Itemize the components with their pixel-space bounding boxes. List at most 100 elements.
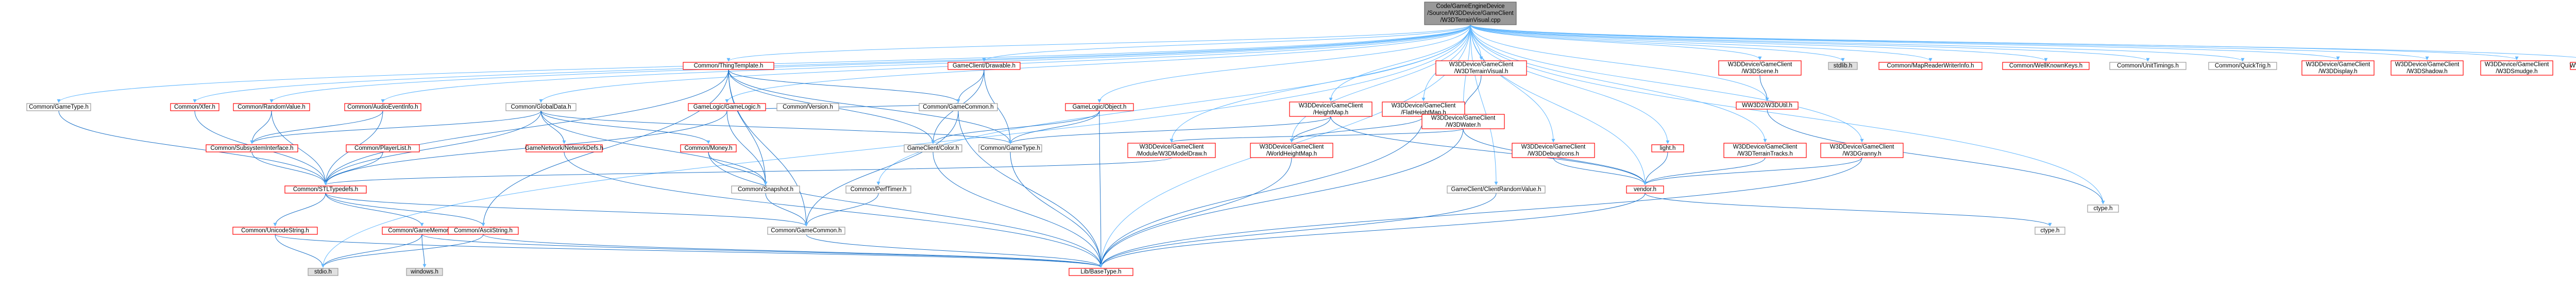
header-node[interactable]: Common/SubsystemInterface.h: [206, 144, 298, 152]
node-box: [1382, 101, 1465, 117]
header-node[interactable]: WW3D2/assetmgr.h: [2570, 62, 2576, 70]
header-node[interactable]: Common/RandomValue.h: [233, 103, 310, 111]
node-label: /W3DScene.h: [1742, 69, 1778, 75]
node-box: [1289, 101, 1372, 117]
include-edge: [1470, 24, 2150, 62]
node-box: [206, 144, 298, 152]
header-node[interactable]: Common/ThingTemplate.h: [683, 62, 774, 70]
node-label: /W3DTerrainVisual.cpp: [1440, 18, 1501, 24]
include-edge: [58, 110, 328, 185]
header-node[interactable]: Common/Money.h: [680, 144, 737, 152]
node-box: [680, 144, 737, 152]
header-node[interactable]: Common/UnicodeString.h: [232, 227, 318, 235]
include-edge: [564, 151, 1103, 268]
include-edge: [765, 193, 808, 227]
root-file-node[interactable]: Code/GameEngineDevice/Source/W3DDevice/G…: [1424, 2, 1517, 25]
node-label: Code/GameEngineDevice: [1436, 4, 1505, 10]
header-node[interactable]: Common/AudioEventInfo.h: [344, 103, 421, 111]
header-node[interactable]: W3DDevice/GameClient/FlatHeightMap.h: [1382, 101, 1465, 117]
header-node[interactable]: Common/STLTypedefs.h: [284, 185, 367, 194]
include-edge: [728, 69, 808, 227]
node-label: W3DDevice/GameClient: [1431, 115, 1496, 121]
include-edge: [728, 69, 1012, 144]
header-node[interactable]: vendor.h: [1626, 185, 1664, 194]
include-edge: [1470, 24, 1762, 60]
header-node[interactable]: Common/PlayerList.h: [346, 144, 420, 152]
header-node[interactable]: light.h: [1651, 144, 1684, 152]
node-label: Common/GameCommon.h: [771, 228, 841, 234]
include-edge: [540, 110, 1012, 144]
header-node[interactable]: W3DDevice/GameClient/W3DDebugIcons.h: [1512, 143, 1595, 158]
header-node[interactable]: GameNetwork/NetworkDefs.h: [525, 144, 603, 152]
node-box: [1878, 62, 1982, 70]
node-label: WW3D2/W3DUtil.h: [1742, 102, 1792, 109]
header-node[interactable]: Common/WellKnownKeys.h: [2002, 62, 2090, 70]
include-edge: [1470, 24, 2576, 58]
node-label: Common/QuickTrig.h: [2215, 63, 2270, 69]
node-label: WW3D2/assetmgr.h: [2570, 63, 2576, 69]
include-edge: [1470, 24, 1647, 185]
header-node[interactable]: Common/AsciiString.h: [448, 227, 519, 235]
header-node[interactable]: Common/Xfer.h: [170, 103, 219, 111]
header-node[interactable]: W3DDevice/GameClient/Module/W3DModelDraw…: [1127, 143, 1216, 158]
header-node[interactable]: W3DDevice/GameClient/WorldHeightMap.h: [1250, 143, 1333, 158]
header-node: Common/GameCommon.h: [767, 227, 845, 235]
header-node[interactable]: Common/GameMemory.h: [382, 227, 462, 235]
header-node[interactable]: W3DDevice/GameClient/W3DScene.h: [1718, 60, 1802, 76]
node-box: [2087, 204, 2119, 213]
header-node[interactable]: W3DDevice/GameClient/W3DShadow.h: [2391, 60, 2464, 76]
node-label: W3DDevice/GameClient: [1260, 144, 1324, 150]
node-box: [767, 227, 845, 235]
include-edge: [1099, 110, 1103, 268]
include-edge: [1470, 24, 2048, 62]
include-edge: [1290, 24, 1471, 143]
header-node[interactable]: W3DDevice/GameClient/W3DGranny.h: [1820, 143, 1904, 158]
header-node[interactable]: GameLogic/Object.h: [1065, 103, 1134, 111]
header-node[interactable]: Common/MapReaderWriterInfo.h: [1878, 62, 1982, 70]
node-label: Common/PerfTimer.h: [851, 186, 907, 193]
header-node[interactable]: W3DDevice/GameClient/W3DTerrainTracks.h: [1723, 143, 1807, 158]
node-box: [284, 185, 367, 194]
node-label: Common/GlobalData.h: [511, 104, 571, 110]
header-node[interactable]: WW3D2/W3DUtil.h: [1736, 101, 1799, 110]
header-node: Common/UnitTimings.h: [2109, 62, 2187, 70]
node-box: [1435, 60, 1527, 76]
include-edge: [250, 110, 383, 144]
header-node[interactable]: W3DDevice/GameClient/W3DSmudge.h: [2480, 60, 2553, 76]
node-box: [26, 103, 91, 111]
node-box: [2109, 62, 2187, 70]
node-box: [1820, 143, 1904, 158]
node-box: [346, 144, 420, 152]
header-node[interactable]: W3DDevice/GameClient/W3DTerrainVisual.h: [1435, 60, 1527, 76]
include-edge: [1470, 24, 1555, 143]
include-edge: [275, 234, 1103, 268]
node-box: [1424, 2, 1517, 25]
include-edge: [271, 110, 328, 185]
include-edge: [726, 24, 1471, 62]
header-node[interactable]: W3DDevice/GameClient/W3DDisplay.h: [2301, 60, 2375, 76]
node-label: W3DDevice/GameClient: [1449, 61, 1514, 67]
header-node[interactable]: Lib/BaseType.h: [1069, 268, 1133, 276]
node-box: [845, 185, 911, 194]
include-edge: [1008, 110, 1100, 144]
node-label: W3DDevice/GameClient: [1140, 144, 1204, 150]
node-label: /W3DGranny.h: [1842, 151, 1881, 157]
node-box: [1447, 185, 1546, 194]
header-node[interactable]: W3DDevice/GameClient/HeightMap.h: [1289, 101, 1372, 117]
include-edge: [804, 193, 879, 227]
include-edge: [321, 24, 1471, 268]
node-label: Common/GameCommon.h: [923, 104, 993, 110]
header-node[interactable]: GameLogic/GameLogic.h: [688, 103, 766, 111]
include-edge: [1099, 193, 1497, 268]
node-label: /W3DTerrainTracks.h: [1737, 151, 1793, 157]
node-box: [344, 103, 421, 111]
node-box: [904, 144, 962, 152]
node-label: GameClient/ClientRandomValue.h: [1451, 186, 1541, 193]
header-node[interactable]: GameClient/Drawable.h: [947, 62, 1021, 70]
node-label: GameLogic/GameLogic.h: [693, 104, 760, 110]
node-box: [2480, 60, 2553, 76]
include-edge: [321, 234, 422, 268]
node-box: [1065, 103, 1134, 111]
include-edge: [193, 24, 1471, 103]
header-node[interactable]: W3DDevice/GameClient/W3DWater.h: [1421, 114, 1505, 129]
